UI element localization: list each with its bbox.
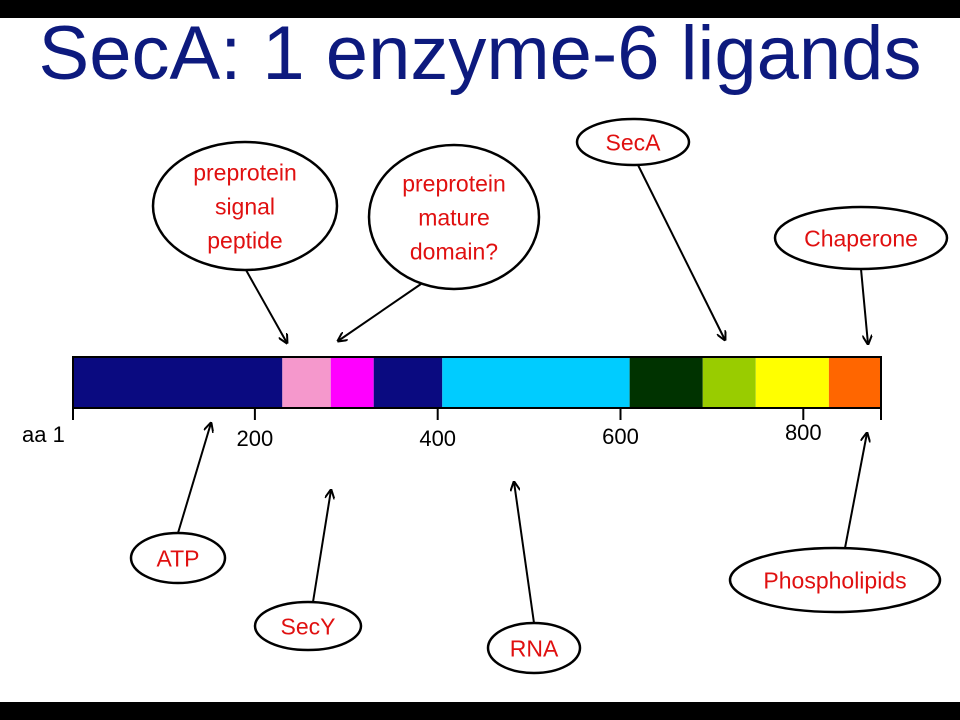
ligand-chaperone: Chaperone xyxy=(773,205,949,271)
arrow-secy xyxy=(312,490,331,603)
arrow-chaperone xyxy=(860,268,868,344)
ligand-bubble-mature-domain xyxy=(367,143,541,291)
ligand-bubble-seca xyxy=(575,117,691,167)
axis-tick-label-400: 400 xyxy=(419,426,456,451)
domain-segment-6 xyxy=(629,357,703,408)
ligand-phospholipids: Phospholipids xyxy=(728,546,942,614)
axis-start-label: aa 1 xyxy=(22,422,65,447)
domain-segment-5 xyxy=(442,357,630,408)
arrow-atp xyxy=(177,423,211,534)
domain-segment-4 xyxy=(373,357,443,408)
domain-segment-1 xyxy=(73,357,283,408)
ligand-secy: SecY xyxy=(253,600,363,652)
ligand-rna: RNA xyxy=(486,621,582,675)
ligand-layer: preprotein signal peptide preprotein mature d… xyxy=(129,117,949,675)
ligand-bubble-secy xyxy=(253,600,363,652)
domain-bar xyxy=(72,356,882,409)
arrow-seca xyxy=(637,164,725,340)
domain-segment-3 xyxy=(330,357,374,408)
arrow-rna xyxy=(514,482,535,624)
ligand-label-atp-1: ATP xyxy=(156,545,199,571)
arrow-phospholipids xyxy=(844,433,867,549)
domain-segment-9 xyxy=(828,357,881,408)
domain-segment-8 xyxy=(755,357,829,408)
axis-tick-label-600: 600 xyxy=(602,424,639,449)
ligand-bubble-rna xyxy=(486,621,582,675)
ligand-label-seca-1: SecA xyxy=(606,129,662,155)
ligand-label-mature-domain-3: domain? xyxy=(410,238,498,264)
axis-layer: aa 1 200 400 600 800 xyxy=(22,408,882,451)
ligand-seca: SecA xyxy=(575,117,691,167)
ligand-mature-domain: preprotein mature domain? xyxy=(367,143,541,291)
ligand-atp: ATP xyxy=(129,531,227,585)
axis-tick-label-800: 800 xyxy=(785,420,822,445)
ligand-label-signal-peptide-3: peptide xyxy=(207,227,282,253)
ligand-label-secy-1: SecY xyxy=(281,613,336,639)
arrow-mature-domain xyxy=(338,283,422,341)
ligand-label-chaperone-1: Chaperone xyxy=(804,225,918,251)
ligand-label-mature-domain-1: preprotein xyxy=(402,170,506,196)
ligand-bubble-signal-peptide xyxy=(151,140,339,272)
ligand-bubble-atp xyxy=(129,531,227,585)
axis-tick-label-200: 200 xyxy=(237,426,274,451)
domain-bar-outline xyxy=(72,356,882,409)
ligand-label-signal-peptide-1: preprotein xyxy=(193,159,297,185)
ligand-label-phospholipids-1: Phospholipids xyxy=(763,567,906,593)
domain-segment-2 xyxy=(282,357,331,408)
arrows-layer xyxy=(177,164,868,624)
ligand-label-signal-peptide-2: signal xyxy=(215,193,275,219)
ligand-signal-peptide: preprotein signal peptide xyxy=(151,140,339,272)
domain-segment-7 xyxy=(702,357,756,408)
slide-title: SecA: 1 enzyme-6 ligands xyxy=(38,11,922,96)
ligand-label-mature-domain-2: mature xyxy=(418,204,490,230)
arrow-signal-peptide xyxy=(245,269,287,343)
ligand-label-rna-1: RNA xyxy=(510,635,559,661)
ligand-bubble-phospholipids xyxy=(728,546,942,614)
ligand-bubble-chaperone xyxy=(773,205,949,271)
